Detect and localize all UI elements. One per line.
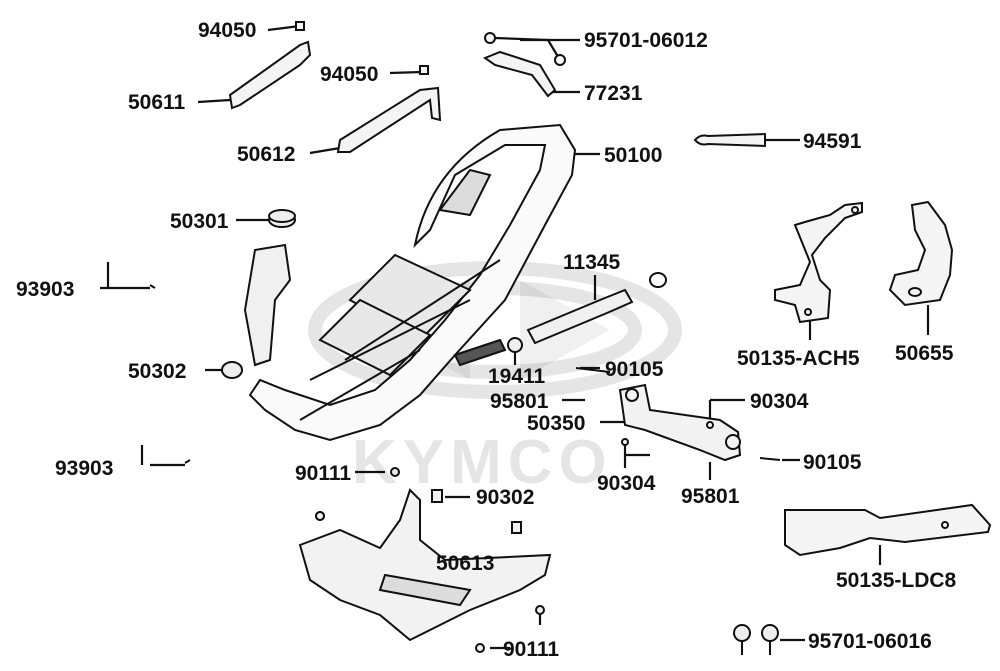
part-label-50301[interactable]: 50301 bbox=[170, 210, 229, 233]
part-label-90304-a[interactable]: 90304 bbox=[750, 390, 809, 413]
bracket-77231[interactable] bbox=[482, 32, 566, 98]
part-label-94050-b[interactable]: 94050 bbox=[320, 63, 379, 86]
part-label-93903-a[interactable]: 93903 bbox=[16, 278, 75, 301]
part-label-50302[interactable]: 50302 bbox=[128, 360, 187, 383]
strap-94591[interactable] bbox=[693, 132, 766, 148]
main-frame[interactable] bbox=[243, 123, 577, 442]
part-label-90111-b[interactable]: 90111 bbox=[503, 638, 560, 661]
part-label-94050-a[interactable]: 94050 bbox=[198, 19, 257, 42]
part-label-95801-b[interactable]: 95801 bbox=[681, 485, 740, 508]
bracket-50655[interactable] bbox=[888, 200, 954, 307]
part-label-50100[interactable]: 50100 bbox=[604, 144, 663, 167]
bracket-50612[interactable] bbox=[336, 65, 442, 153]
part-label-95801-a[interactable]: 95801 bbox=[490, 390, 549, 413]
part-label-95701-06016[interactable]: 95701-06016 bbox=[808, 630, 932, 653]
part-label-94591[interactable]: 94591 bbox=[803, 130, 862, 153]
kymco-watermark-text: KYMCO bbox=[352, 428, 613, 497]
bracket-50135-ldc8[interactable] bbox=[784, 503, 992, 557]
part-label-50135-ach5[interactable]: 50135-ACH5 bbox=[737, 347, 860, 370]
collar-50302[interactable] bbox=[221, 361, 243, 379]
small-hardware bbox=[149, 284, 545, 653]
part-label-90304-b[interactable]: 90304 bbox=[597, 472, 656, 495]
part-label-50613[interactable]: 50613 bbox=[436, 552, 495, 575]
bolts-95701-06016[interactable] bbox=[733, 624, 779, 655]
part-label-50350[interactable]: 50350 bbox=[527, 412, 586, 435]
under-cover-50613[interactable] bbox=[298, 488, 552, 642]
part-label-19411[interactable]: 19411 bbox=[488, 365, 546, 388]
bracket-50135-ach5[interactable] bbox=[774, 201, 863, 324]
collar-50301[interactable] bbox=[268, 209, 296, 228]
part-label-90105-a[interactable]: 90105 bbox=[605, 358, 664, 381]
part-label-77231[interactable]: 77231 bbox=[584, 82, 643, 105]
part-label-93903-b[interactable]: 93903 bbox=[55, 457, 114, 480]
part-label-90302[interactable]: 90302 bbox=[476, 486, 535, 509]
part-label-50135-ldc8[interactable]: 50135-LDC8 bbox=[836, 569, 957, 592]
engine-hanger-50350[interactable] bbox=[575, 367, 781, 462]
part-label-50611[interactable]: 50611 bbox=[128, 91, 186, 114]
hose-11345[interactable] bbox=[507, 272, 667, 353]
bracket-50611[interactable] bbox=[228, 21, 312, 110]
part-label-50612[interactable]: 50612 bbox=[237, 143, 296, 166]
part-label-95701-06012[interactable]: 95701-06012 bbox=[584, 29, 708, 52]
part-label-90105-b[interactable]: 90105 bbox=[803, 451, 862, 474]
part-label-90111-a[interactable]: 90111 bbox=[295, 462, 352, 485]
part-label-50655[interactable]: 50655 bbox=[895, 342, 954, 365]
part-label-11345[interactable]: 11345 bbox=[563, 251, 621, 274]
